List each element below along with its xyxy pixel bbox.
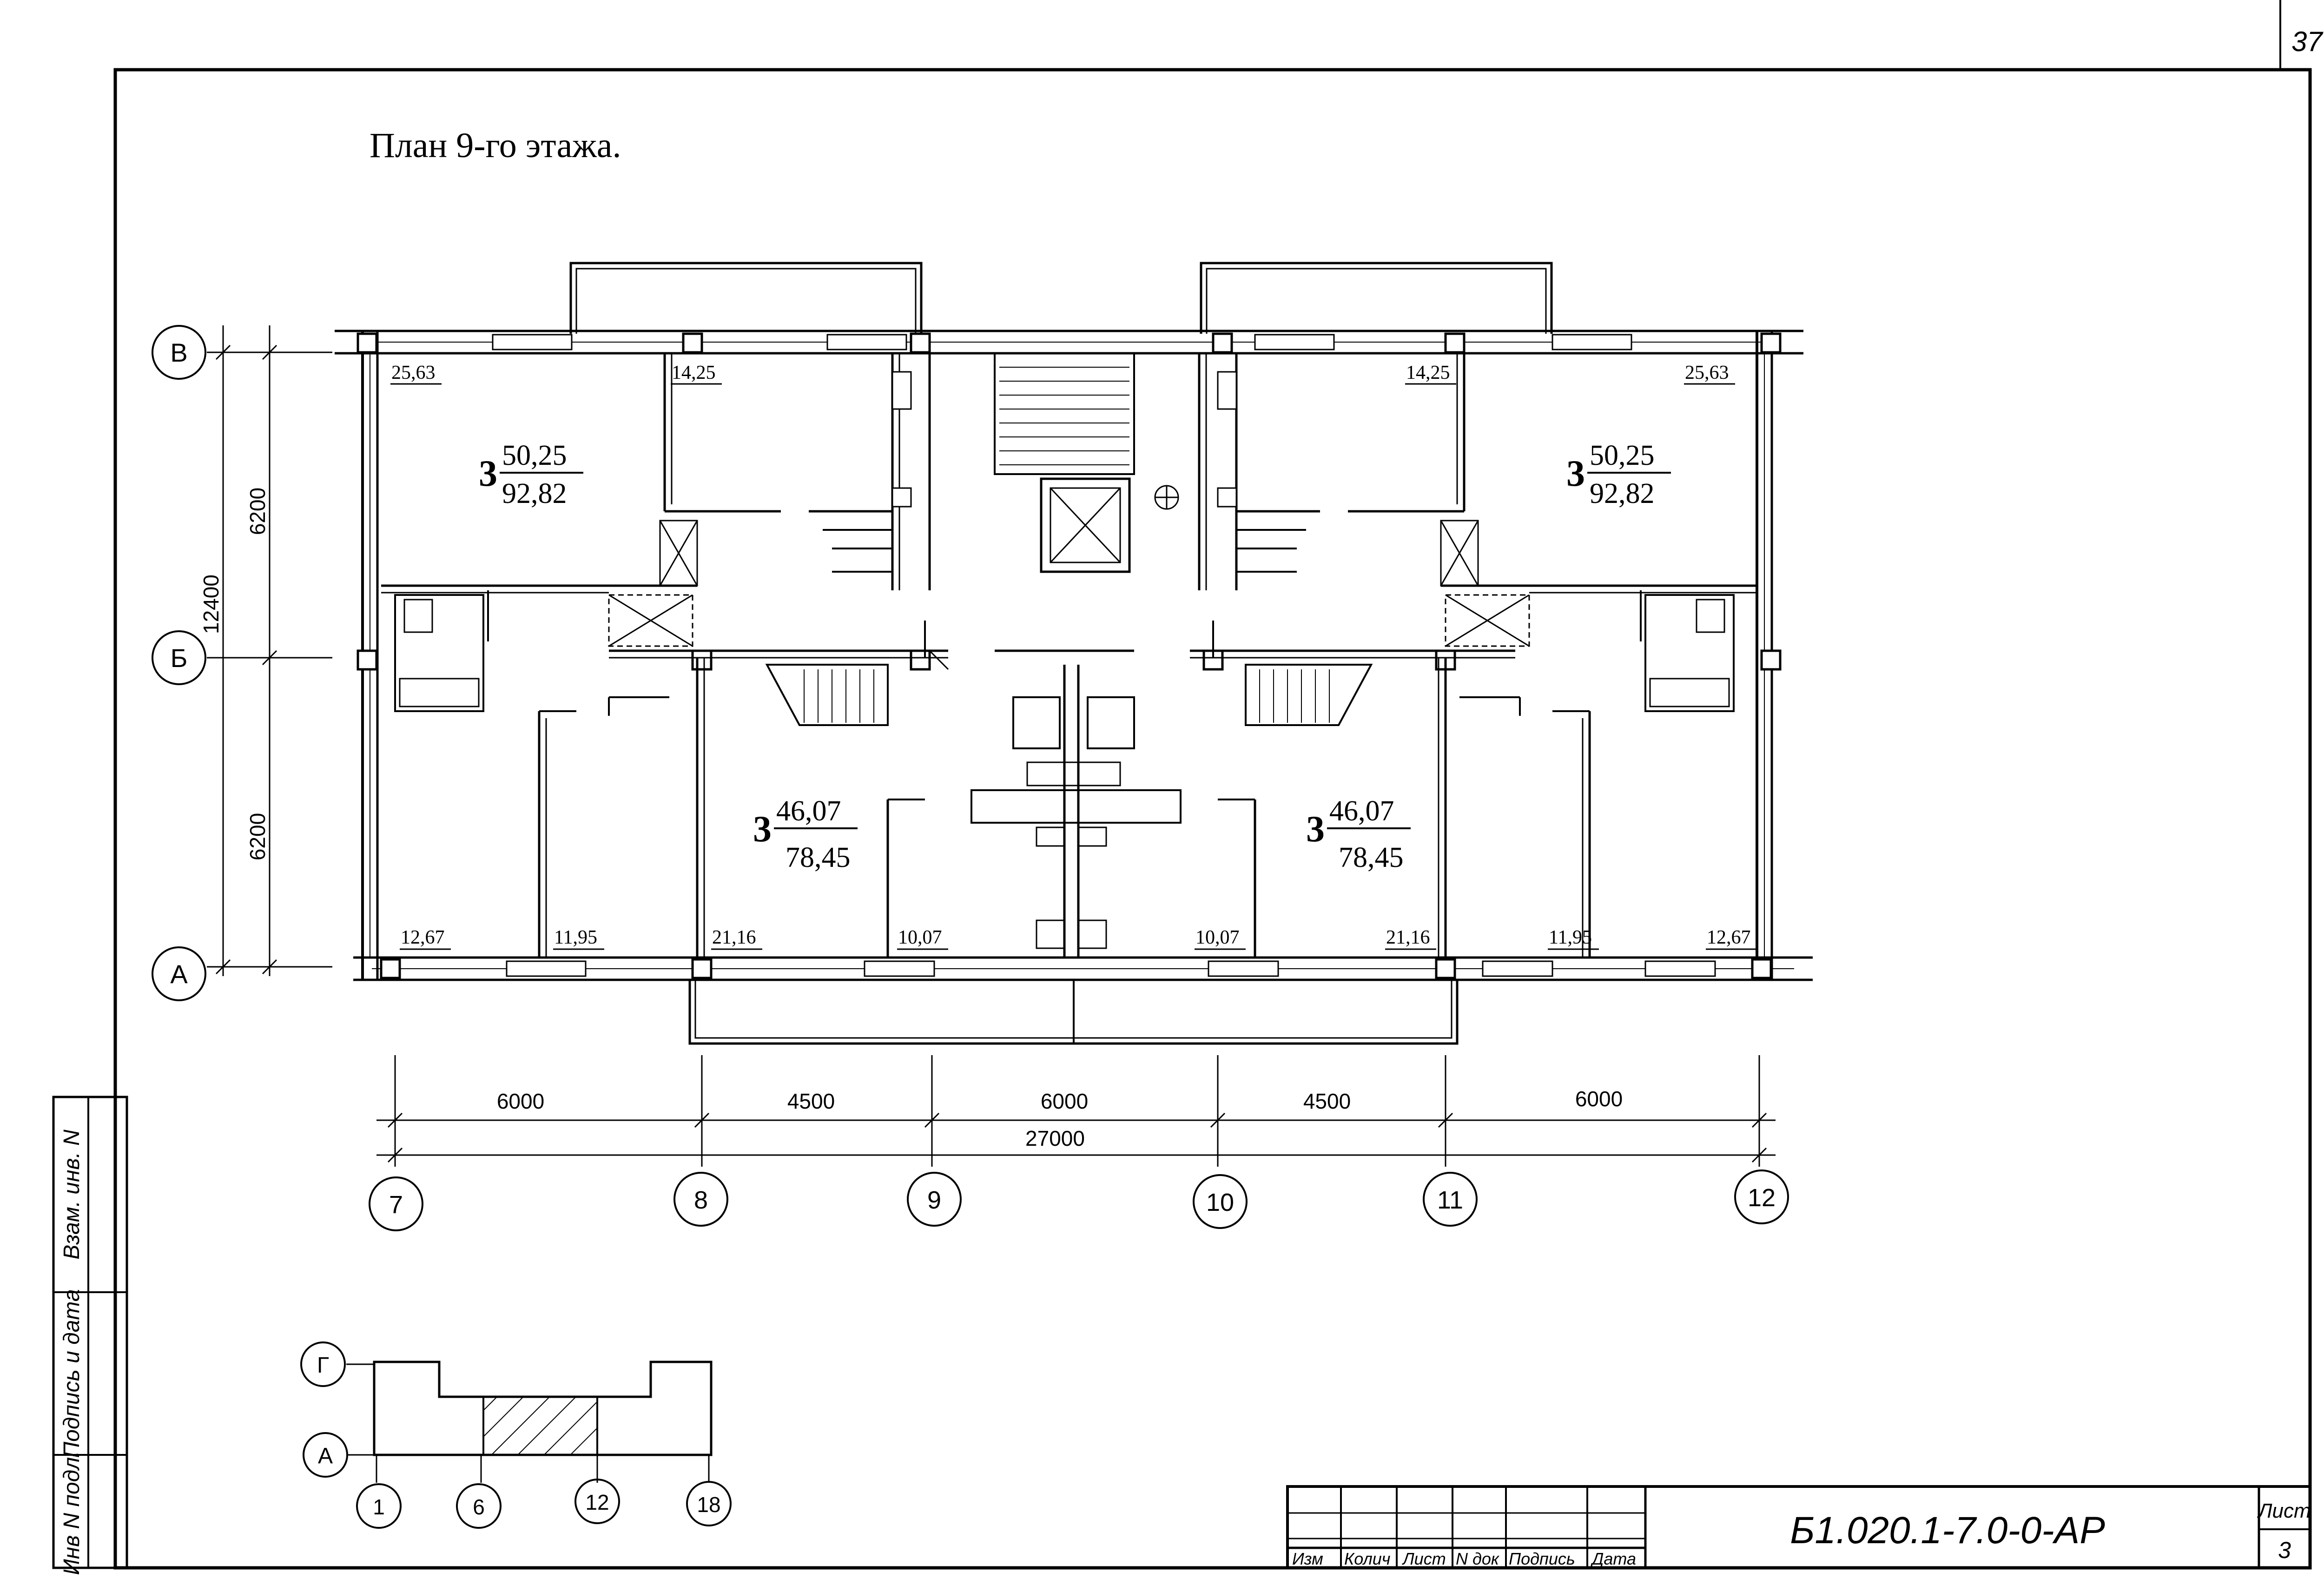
svg-text:10: 10 (1206, 1189, 1234, 1216)
svg-text:А: А (170, 959, 188, 989)
room-area: 10,07 (1195, 927, 1240, 948)
key-axis-18: 18 (686, 1481, 732, 1526)
stamp-inv-original: Инв N подл. (59, 1451, 84, 1575)
svg-text:Г: Г (317, 1353, 329, 1378)
living-area: 50,25 (1590, 440, 1655, 471)
dim-span: 6000 (497, 1089, 544, 1113)
svg-text:6: 6 (473, 1495, 485, 1519)
total-area: 78,45 (786, 842, 851, 873)
title-block: Изм Колич Лист N док Подпись Дата Б1.020… (1286, 1485, 2311, 1569)
svg-text:11: 11 (1437, 1186, 1463, 1214)
living-area: 46,07 (1329, 795, 1394, 827)
room-count: 3 (753, 809, 772, 850)
side-stamp: Инв N подл. Подпись и дата Взам. инв. N (52, 1096, 128, 1575)
key-axis-g: Г (300, 1341, 346, 1387)
floor-plan (335, 262, 1813, 1045)
svg-text:1: 1 (373, 1495, 385, 1519)
room-area: 25,63 (391, 362, 436, 383)
room-area: 12,67 (1707, 927, 1751, 948)
room-areas-bottom: 12,67 11,95 21,16 10,07 10,07 21,16 11,9… (400, 927, 1757, 950)
room-area: 25,63 (1685, 362, 1729, 383)
column-axes: 6000 4500 6000 4500 6000 27000 7 8 9 10 … (369, 1055, 1789, 1231)
room-areas-top: 25,63 14,25 14,25 25,63 (390, 362, 1735, 385)
apartment-right-top: 3 50,25 92,82 (1566, 440, 1671, 509)
svg-text:8: 8 (694, 1186, 708, 1214)
stamp-signature-date: Подпись и дата (59, 1289, 84, 1458)
axis-marker-11: 11 (1423, 1172, 1478, 1227)
room-area: 21,16 (1386, 927, 1430, 948)
living-area: 50,25 (502, 440, 567, 471)
room-area: 14,25 (1406, 362, 1450, 383)
room-count: 3 (479, 453, 497, 494)
svg-text:А: А (318, 1444, 333, 1468)
svg-text:18: 18 (697, 1493, 720, 1517)
living-area: 46,07 (776, 795, 841, 827)
room-count: 3 (1566, 453, 1585, 494)
dim-total-horizontal: 27000 (1025, 1126, 1085, 1150)
dim-span: 4500 (787, 1089, 835, 1113)
row-axes: В Б А 12400 6200 6200 (152, 325, 332, 1001)
dim-span: 6000 (1041, 1089, 1088, 1113)
dim-total-vertical: 12400 (199, 575, 223, 634)
key-axis-12: 12 (574, 1479, 620, 1524)
svg-text:9: 9 (927, 1186, 941, 1214)
room-area: 11,95 (554, 927, 597, 948)
apartment-left-top: 3 50,25 92,82 (479, 440, 583, 509)
svg-text:7: 7 (389, 1191, 403, 1219)
room-area: 12,67 (401, 927, 445, 948)
room-area: 14,25 (672, 362, 716, 383)
sheet-corner-number: 37 (2291, 26, 2324, 57)
page-title: План 9-го этажа. (370, 126, 621, 165)
tb-col-sheet: Лист (1402, 1549, 1446, 1568)
svg-text:Б: Б (171, 643, 188, 673)
tb-col-signature: Подпись (1509, 1549, 1575, 1568)
key-plan: Г А 1 6 12 18 (300, 1341, 732, 1529)
axis-marker-b: Б (152, 630, 206, 685)
key-axis-6: 6 (456, 1483, 502, 1529)
tb-col-change: Изм (1292, 1549, 1323, 1568)
dim-span: 4500 (1303, 1089, 1351, 1113)
axis-marker-12: 12 (1734, 1169, 1789, 1224)
apartment-right-bottom: 3 46,07 78,45 (1306, 795, 1411, 873)
total-area: 92,82 (1590, 478, 1655, 509)
axis-marker-8: 8 (673, 1172, 728, 1227)
axis-marker-7: 7 (369, 1176, 423, 1231)
room-count: 3 (1306, 809, 1325, 850)
axis-marker-a: А (152, 946, 206, 1001)
axis-marker-v: В (152, 325, 206, 380)
tb-sheet-number: 3 (2278, 1537, 2291, 1563)
tb-sheet-label: Лист (2257, 1500, 2311, 1522)
room-area: 10,07 (898, 927, 942, 948)
dim-span: 6000 (1575, 1087, 1623, 1111)
apartment-left-bottom: 3 46,07 78,45 (753, 795, 858, 873)
document-code: Б1.020.1-7.0-0-АР (1790, 1509, 2105, 1552)
key-axis-1: 1 (356, 1483, 402, 1529)
total-area: 92,82 (502, 478, 567, 509)
tb-col-quantity: Колич (1344, 1549, 1390, 1568)
stamp-replacement: Взам. инв. N (59, 1130, 84, 1260)
room-area: 11,95 (1549, 927, 1592, 948)
key-axis-a: А (303, 1432, 348, 1478)
total-area: 78,45 (1339, 842, 1404, 873)
svg-text:В: В (170, 338, 187, 367)
dim-top-vertical: 6200 (245, 488, 270, 535)
axis-marker-9: 9 (907, 1172, 962, 1227)
svg-text:12: 12 (1748, 1184, 1776, 1212)
sheet-frame: 37 (113, 0, 2324, 1570)
tb-col-date: Дата (1590, 1549, 1636, 1568)
axis-marker-10: 10 (1193, 1174, 1248, 1229)
svg-text:12: 12 (585, 1490, 609, 1514)
room-area: 21,16 (712, 927, 756, 948)
dim-bottom-vertical: 6200 (245, 813, 270, 860)
tb-col-doc-number: N док (1456, 1549, 1500, 1568)
